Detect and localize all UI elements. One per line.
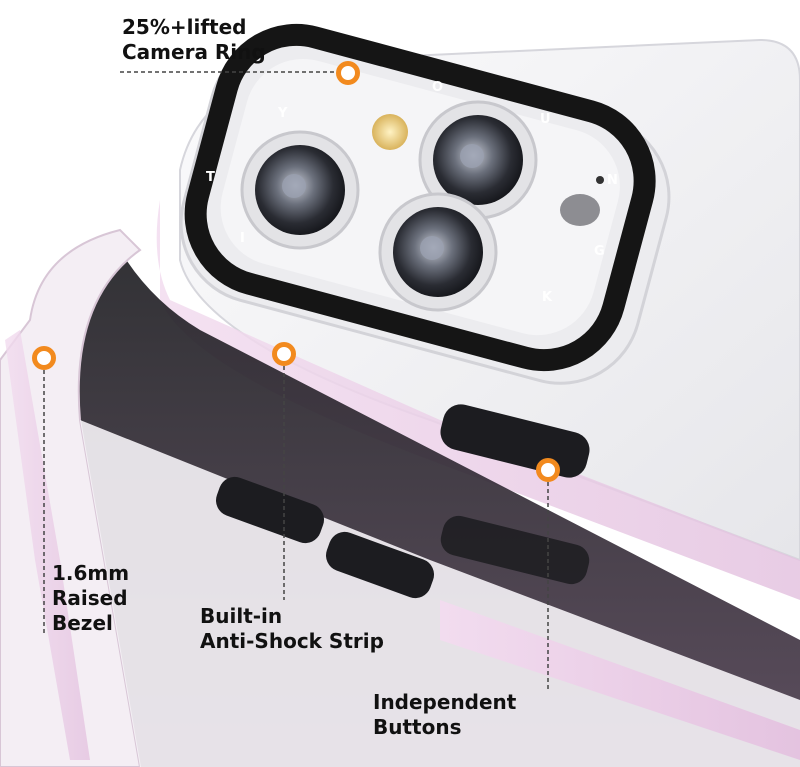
callout-dot-buttons xyxy=(536,458,560,482)
callout-dot-ring xyxy=(336,61,360,85)
ring-letter: Y xyxy=(277,106,288,121)
lower-pink-strip-left xyxy=(5,330,90,760)
lower-button-1 xyxy=(215,476,325,544)
lower-button-3 xyxy=(440,515,590,585)
ring-letter: O xyxy=(432,80,443,95)
ring-letter: N xyxy=(607,173,618,188)
ring-letter: U xyxy=(540,112,551,127)
callout-line: Built-in xyxy=(200,604,283,628)
callout-camera-ring: 25%+lifted Camera Ring xyxy=(122,15,266,65)
ring-letter: I xyxy=(240,231,245,246)
lower-button-2 xyxy=(325,531,435,599)
ring-letters: Y O U N G K I T xyxy=(206,80,618,305)
callout-line: Raised xyxy=(52,586,128,610)
callout-line: Bezel xyxy=(52,611,113,635)
callout-anti-shock-strip: Built-in Anti-Shock Strip xyxy=(200,604,384,654)
callout-line: Buttons xyxy=(373,715,462,739)
lens-bottom xyxy=(378,192,498,312)
upper-case-pink-edge xyxy=(156,200,800,600)
flash xyxy=(372,114,408,150)
callout-line: Independent xyxy=(373,690,517,714)
camera-ring xyxy=(184,23,656,372)
lens-top xyxy=(418,100,538,220)
ring-letter: G xyxy=(594,244,605,259)
callout-independent-buttons: Independent Buttons xyxy=(373,690,516,740)
callout-dot-bezel xyxy=(32,346,56,370)
callout-line: 25%+lifted xyxy=(122,15,247,39)
lower-pink-strip xyxy=(440,600,800,760)
lidar-sensor xyxy=(560,194,600,226)
callout-line: 1.6mm xyxy=(52,561,130,585)
callout-dot-strip xyxy=(272,342,296,366)
lens-left xyxy=(240,130,360,250)
ring-letter: K xyxy=(542,290,553,305)
callout-line: Anti-Shock Strip xyxy=(200,629,384,653)
callout-line: Camera Ring xyxy=(122,40,266,64)
ring-letter: T xyxy=(206,170,215,185)
callout-bezel: 1.6mm Raised Bezel xyxy=(52,561,129,636)
mic-dot xyxy=(596,176,604,184)
